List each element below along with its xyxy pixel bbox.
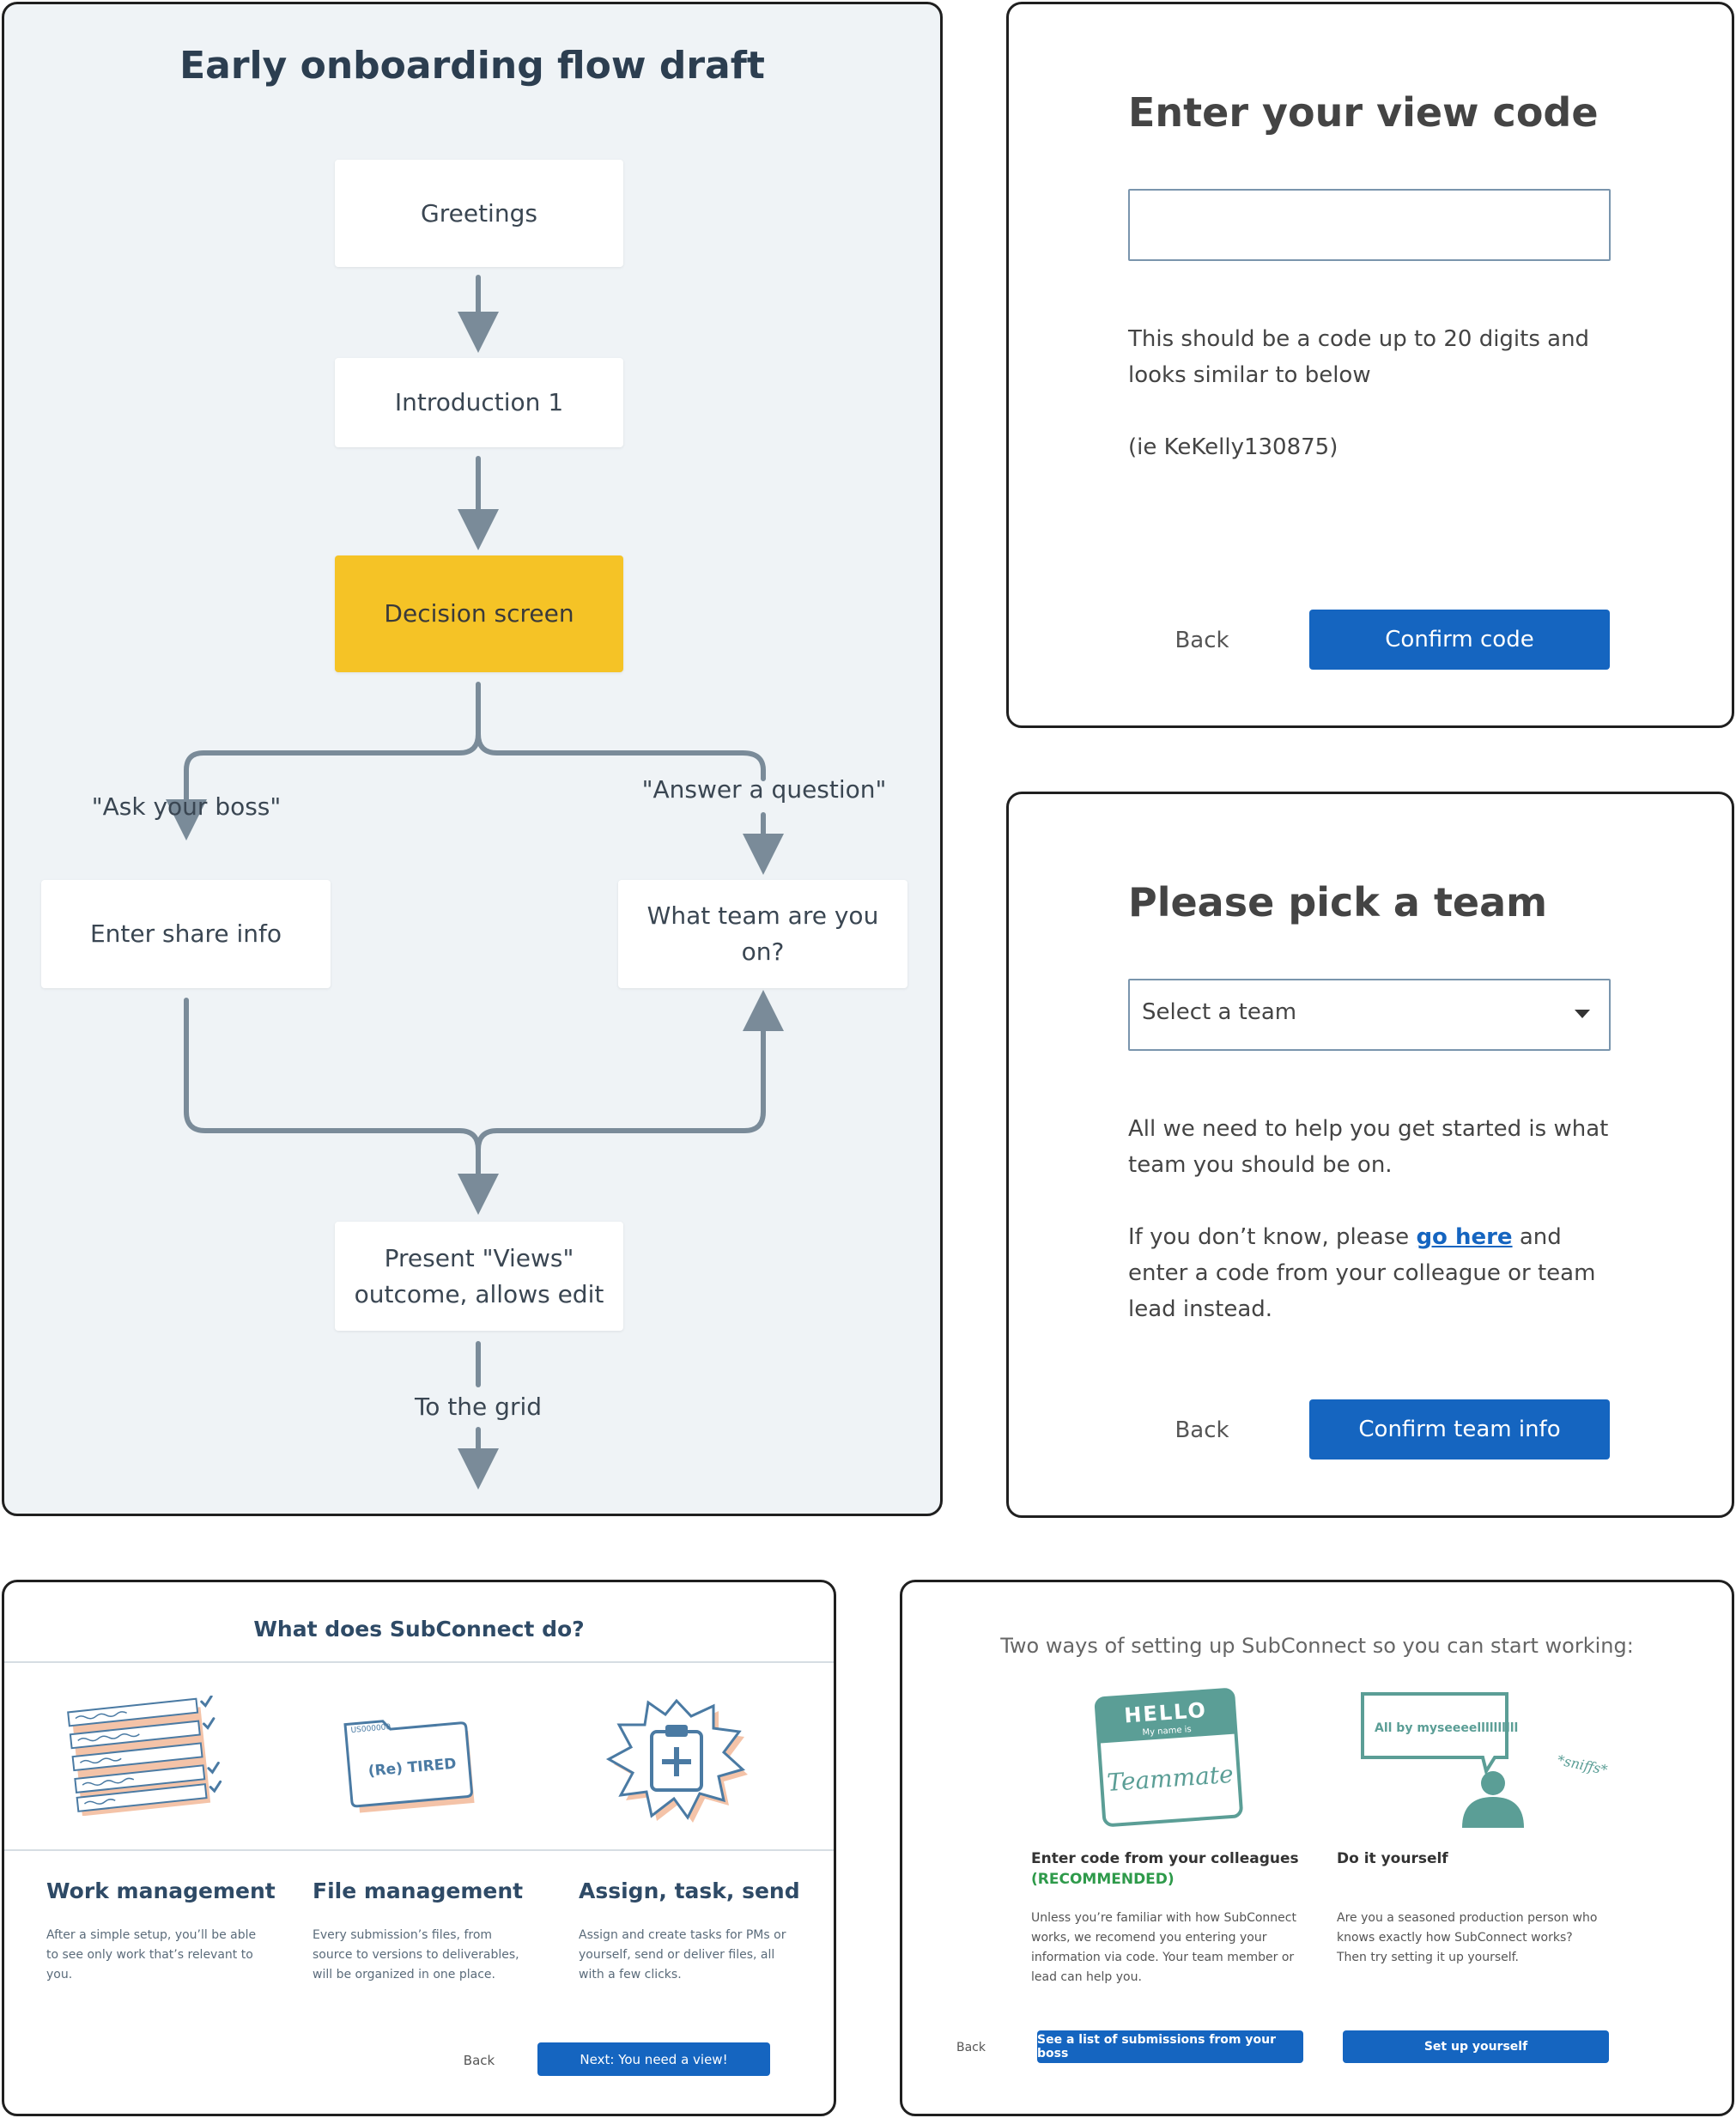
option-diy-title: Do it yourself xyxy=(1337,1850,1448,1867)
branch-decision-right xyxy=(476,731,766,781)
pick-team-help: If you don’t know, please go here and en… xyxy=(1128,1219,1618,1327)
pick-team-panel xyxy=(1006,792,1734,1518)
confirm-code-button[interactable]: Confirm code xyxy=(1309,610,1610,670)
option-code-desc: Unless you’re familiar with how SubConne… xyxy=(1031,1911,1296,1984)
clipboard-icon xyxy=(605,1698,748,1823)
merge-team xyxy=(476,990,784,1152)
features-divider-top xyxy=(4,1661,834,1663)
help-prefix: If you don’t know, please xyxy=(1128,1224,1417,1250)
node-decision-screen: Decision screen xyxy=(335,555,623,672)
recommended-tag: (RECOMMENDED) xyxy=(1031,1871,1175,1888)
option-code-title: Enter code from your colleagues (RECOMME… xyxy=(1031,1848,1314,1890)
caret-down-icon xyxy=(1575,1010,1590,1018)
option-diy-desc: Are you a seasoned production person who… xyxy=(1337,1911,1598,1964)
label-answer-a-question: "Answer a question" xyxy=(641,775,887,804)
feature-title-work: Work management xyxy=(46,1878,276,1903)
checklist-icon xyxy=(67,1696,222,1816)
label-ask-your-boss: "Ask your boss" xyxy=(91,792,282,821)
features-back-button[interactable]: Back xyxy=(463,2053,495,2068)
features-panel: What does SubConnect do? xyxy=(2,1580,836,2116)
tag-hello: HELLO xyxy=(1123,1698,1207,1728)
bubble-text: All by myseeeellllllllll xyxy=(1375,1721,1518,1735)
view-code-title: Enter your view code xyxy=(1128,89,1599,136)
next-need-view-button[interactable]: Next: You need a view! xyxy=(537,2042,770,2076)
view-code-input[interactable] xyxy=(1128,189,1611,261)
feature-title-assign: Assign, task, send xyxy=(579,1878,800,1903)
features-title: What does SubConnect do? xyxy=(253,1617,585,1642)
name-tag-icon: HELLO My name is Teammate xyxy=(1094,1688,1243,1827)
node-what-team: What team are you on? xyxy=(618,880,907,988)
flow-title: Early onboarding flow draft xyxy=(179,44,765,88)
features-divider-bottom xyxy=(4,1849,834,1851)
team-select[interactable]: Select a team xyxy=(1128,979,1611,1051)
confirm-team-info-button[interactable]: Confirm team info xyxy=(1309,1399,1610,1460)
node-greetings: Greetings xyxy=(335,160,623,267)
flow-connectors xyxy=(166,275,784,1490)
folder-stamp: US000000 xyxy=(350,1723,392,1735)
node-introduction: Introduction 1 xyxy=(335,358,623,447)
go-here-link[interactable]: go here xyxy=(1416,1224,1513,1250)
feature-desc-work: After a simple setup, you’ll be able to … xyxy=(46,1928,257,1981)
node-present-views: Present "Views" outcome, allows edit xyxy=(335,1222,623,1331)
person-speech-icon: All by myseeeellllllllll *sniffs* xyxy=(1361,1692,1609,1828)
set-up-yourself-button[interactable]: Set up yourself xyxy=(1343,2030,1609,2063)
help-suffix: and enter a code from your colleague or … xyxy=(1128,1224,1596,1322)
flow-diagram-panel: Early onboarding flow draft Greetings In… xyxy=(2,2,943,1516)
folder-icon: US000000 (Re) TIRED xyxy=(343,1720,475,1813)
ways-title: Two ways of setting up SubConnect so you… xyxy=(1000,1634,1634,1658)
view-code-example: (ie KeKelly130875) xyxy=(1128,434,1338,460)
sniffs-text: *sniffs* xyxy=(1556,1751,1609,1778)
tag-my-name-is: My name is xyxy=(1142,1725,1192,1738)
see-submissions-button[interactable]: See a list of submissions from your boss xyxy=(1037,2030,1303,2063)
view-code-panel xyxy=(1006,2,1734,728)
feature-desc-file: Every submission’s files, from source to… xyxy=(313,1928,519,1981)
feature-title-file: File management xyxy=(313,1878,524,1903)
pick-team-description: All we need to help you get started is w… xyxy=(1128,1116,1609,1178)
pick-team-title: Please pick a team xyxy=(1128,879,1548,925)
team-select-value: Select a team xyxy=(1142,999,1297,1025)
setup-ways-panel: Two ways of setting up SubConnect so you… xyxy=(900,1580,1734,2116)
node-enter-share-info: Enter share info xyxy=(41,880,331,988)
pick-team-back-button[interactable]: Back xyxy=(1175,1417,1229,1443)
view-code-description: This should be a code up to 20 digits an… xyxy=(1128,326,1590,388)
merge-share xyxy=(184,998,499,1215)
feature-desc-assign: Assign and create tasks for PMs or yours… xyxy=(579,1928,786,1981)
ways-back-button[interactable]: Back xyxy=(956,2041,986,2054)
label-to-the-grid: To the grid xyxy=(414,1393,543,1421)
option-code-title-text: Enter code from your colleagues xyxy=(1031,1850,1299,1867)
view-code-back-button[interactable]: Back xyxy=(1175,628,1229,653)
